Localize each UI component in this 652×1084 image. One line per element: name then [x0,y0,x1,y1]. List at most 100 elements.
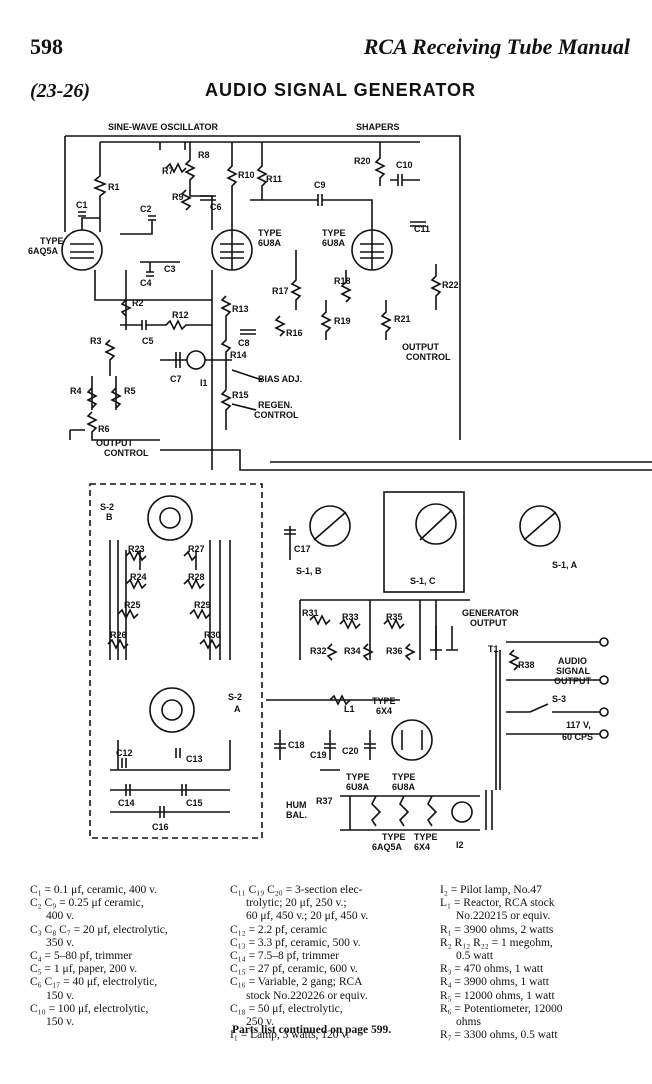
capacitor-c1-label: C1 [76,200,88,210]
capacitor-c3-label: C3 [164,264,176,274]
resistor-r9-label: R9 [172,192,184,202]
part-entry: C₁₃ = 3.3 pf, ceramic, 500 v. [230,936,361,949]
part-entry: C₁₈ = 50 μf, electrolytic, [230,1002,343,1015]
part-entry: R₁ = 3900 ohms, 2 watts [440,923,554,936]
resistor-r1-label: R1 [108,182,120,192]
heaters2-label-4: 6X4 [414,842,430,852]
audio-output-2: SIGNAL [556,666,591,676]
part-entry: C₂ C₉ = 0.25 μf ceramic, [30,897,144,910]
part-entry: C₁₂ = 2.2 pf, ceramic [230,923,327,936]
switch-s2b [147,495,193,541]
part-entry: 400 v. [46,910,75,923]
part-entry: trolytic; 20 μf, 250 v.; [246,897,347,910]
part-entry: L₁ = Reactor, RCA stock [440,897,555,910]
output-control2-2: CONTROL [406,352,451,362]
switch-s2-enclosure [89,483,263,839]
resistor-r28-label: R28 [188,572,205,582]
capacitor-c16-label: C16 [152,822,169,832]
reactor-l1-label: L1 [344,704,355,714]
resistor-r33-label: R33 [342,612,359,622]
generator-output-1: GENERATOR [462,608,519,618]
rect-label-1: TYPE [372,696,396,706]
capacitor-c19-label: C19 [310,750,327,760]
part-entry: R₂ R₁₂ R₂₂ = 1 megohm, [440,936,553,949]
transformer-t1-label: T1 [488,644,499,654]
tube-rectifier [391,719,433,761]
lamp-i2-label: I2 [456,840,464,850]
part-entry: R₆ = Potentiometer, 12000 [440,1002,563,1015]
output-control2-1: OUTPUT [402,342,440,352]
resistor-r18-label: R18 [334,276,351,286]
switch-s1a [519,505,561,547]
tube-v3-label-1: TYPE [322,228,346,238]
heaters-label-4: 6U8A [392,782,416,792]
s1c-label: S-1, C [410,576,436,586]
resistor-r26-label: R26 [110,630,127,640]
resistor-r15-label: R15 [232,390,249,400]
capacitor-c18-label: C18 [288,740,305,750]
mains-label-1: 117 V, [566,720,591,730]
label-shapers: SHAPERS [356,122,400,132]
capacitor-c15-label: C15 [186,798,203,808]
capacitor-c17-label: C17 [294,544,311,554]
heaters-label-1: TYPE [346,772,370,782]
resistor-r25-label: R25 [124,600,141,610]
switch-s3-label: S-3 [552,694,566,704]
lamp-i1-label: I1 [200,378,208,388]
part-entry: No.220215 or equiv. [456,910,551,923]
part-entry: 250 v. [246,1016,275,1029]
heaters-label-3: TYPE [392,772,416,782]
part-entry: R₄ = 3900 ohms, 1 watt [440,976,549,989]
part-entry: C₁ = 0.1 μf, ceramic, 400 v. [30,884,158,896]
audio-output-1: AUDIO [558,656,587,666]
resistor-r12-label: R12 [172,310,189,320]
part-entry: C₁₀ = 100 μf, electrolytic, [30,1002,149,1015]
tube-v2-label-1: TYPE [258,228,282,238]
resistor-r14-label: R14 [230,350,247,360]
schematic-diagram: SINE-WAVE OSCILLATOR SHAPERS TYPE 6AQ5A … [28,122,652,852]
part-entry: ohms [456,1016,481,1029]
resistor-r7-label: R7 [162,166,174,176]
resistor-r32-label: R32 [310,646,327,656]
page-title: AUDIO SIGNAL GENERATOR [205,80,477,100]
audio-out-terminal-1 [599,637,609,647]
capacitor-c12-label: C12 [116,748,133,758]
section-number: (23-26) [30,80,90,102]
parts-list-footer: Parts list continued on page 599. [232,1024,392,1036]
resistor-r11-label: R11 [266,174,282,184]
resistor-r23-label: R23 [128,544,145,554]
part-entry: C₁₁ C₁₉ C₂₀ = 3-section elec- [230,884,363,896]
resistor-r35-label: R35 [386,612,403,622]
bias-adj-label: BIAS ADJ. [258,374,302,384]
heaters-label-2: 6U8A [346,782,370,792]
resistor-r10-label: R10 [238,170,255,180]
capacitor-c6-label: C6 [210,202,222,212]
resistor-r34-label: R34 [344,646,361,656]
capacitor-c5-label: C5 [142,336,154,346]
resistor-r37-label: R37 [316,796,333,806]
part-entry: R₇ = 3300 ohms, 0.5 watt [440,1029,558,1042]
capacitor-c4-label: C4 [140,278,152,288]
resistor-r5-label: R5 [124,386,136,396]
parts-list-column-2: C₁₁ C₁₉ C₂₀ = 3-section elec- trolytic; … [230,884,368,1042]
part-entry: C₁₄ = 7.5–8 pf, trimmer [230,950,340,963]
resistor-r20-label: R20 [354,156,371,166]
output-control-1: OUTPUT [96,438,134,448]
resistor-r22-label: R22 [442,280,459,290]
part-entry: 0.5 watt [456,950,494,963]
generator-output-2: OUTPUT [470,618,508,628]
capacitor-c9-label: C9 [314,180,326,190]
rect-label-2: 6X4 [376,706,392,716]
s1a-label: S-1, A [552,560,578,570]
s2b-label-1: S-2 [100,502,114,512]
capacitor-c11-label: C11 [414,224,430,234]
tube-v1-label-2: 6AQ5A [28,246,59,256]
s2a-label-2: A [234,704,241,714]
resistor-r24-label: R24 [130,572,147,582]
capacitor-c7-label: C7 [170,374,182,384]
s2b-label-2: B [106,512,113,522]
resistor-r30-label: R30 [204,630,221,640]
capacitor-c14-label: C14 [118,798,135,808]
part-entry: 150 v. [46,989,75,1002]
heaters2-label-1: TYPE [382,832,406,842]
